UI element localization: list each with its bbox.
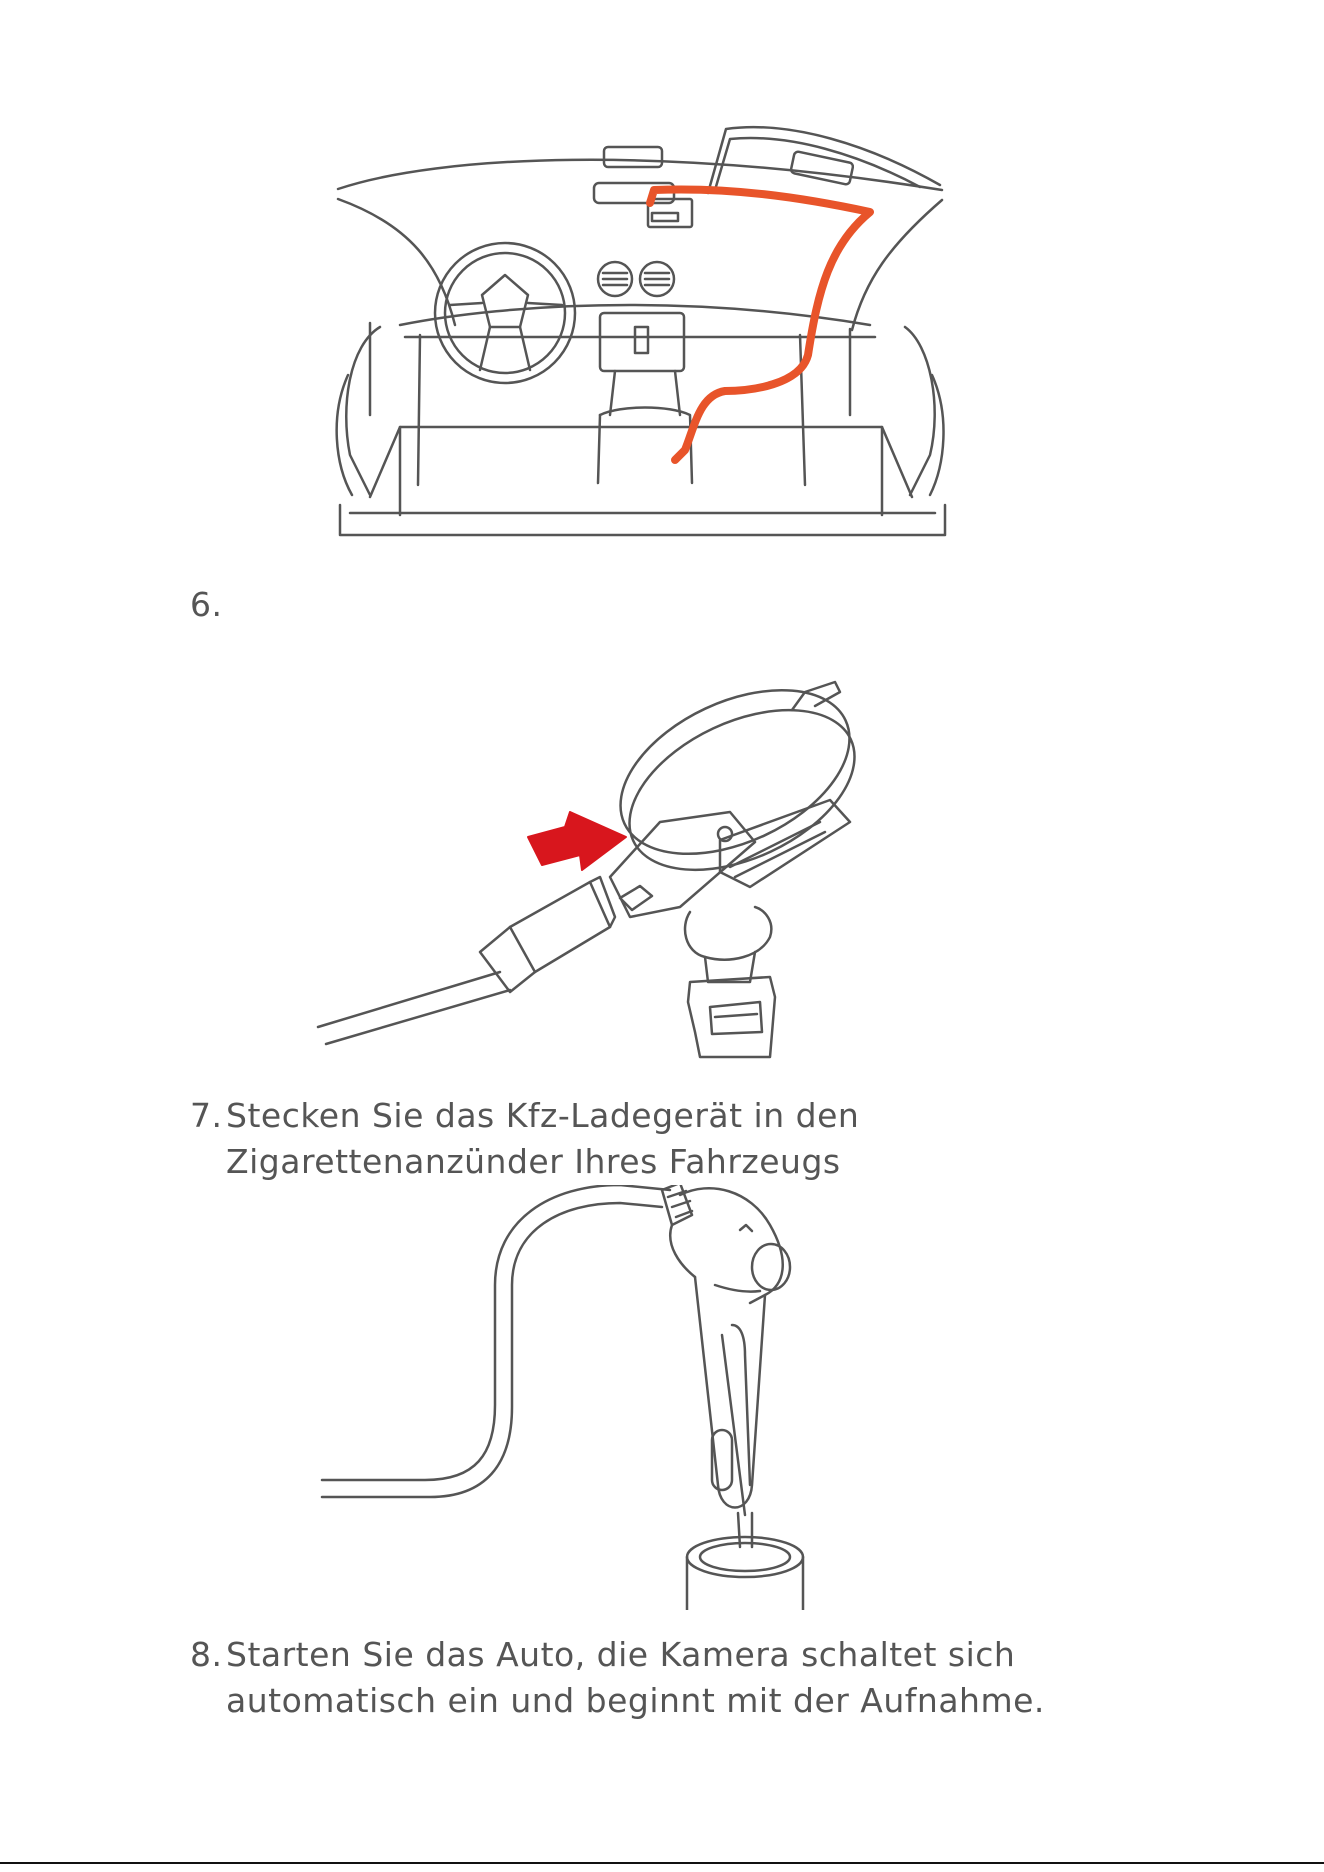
step-8: 8. Starten Sie das Auto, die Kamera scha…: [190, 1632, 1170, 1724]
step-number: 6.: [190, 582, 223, 628]
step-text: Stecken Sie das Kfz-Ladegerät in den Zig…: [226, 1093, 1186, 1185]
step-number: 7.: [190, 1093, 223, 1139]
page-bottom-rule: [0, 1862, 1324, 1864]
car-interior-cable-routing-illustration: [330, 115, 950, 545]
mount-usb-plug-in-illustration: [310, 672, 870, 1062]
step-text: Starten Sie das Auto, die Kamera schalte…: [226, 1632, 1186, 1724]
step-7: 7. Stecken Sie das Kfz-Ladegerät in den …: [190, 1093, 1170, 1185]
step-6: 6.: [190, 582, 1170, 628]
car-charger-in-lighter-socket-illustration: [320, 1185, 820, 1610]
step-number: 8.: [190, 1632, 223, 1678]
